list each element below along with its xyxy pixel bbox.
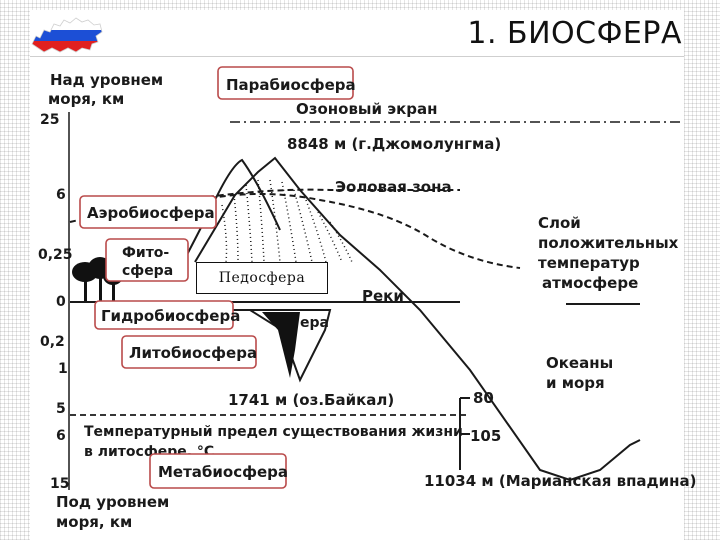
baikal-label: 1741 м (оз.Байкал) [228,391,394,409]
phytosphere-label-line2: сфера [122,263,173,279]
phytosphere-label-line1: Фито- [122,245,169,261]
ozone-label: Озоновый экран [296,100,438,118]
parabiosphere-label: Парабиосфера [226,76,356,94]
everest-label: 8848 м (г.Джомолунгма) [287,135,501,153]
rivers-label: Реки [362,287,404,305]
mariana-label: 11034 м (Марианская впадина) [424,472,697,490]
oceans-label-line2: и моря [546,374,605,392]
hydrobiosphere-label: Гидробиосфера [101,307,240,325]
lake-partial-label: ера [300,315,329,331]
oceans-label-line1: Океаны [546,354,613,372]
temp-limit-label-line1: Температурный предел существования жизни [84,424,463,440]
axis-top-label-line1: Над уровнем [50,71,163,89]
eolian-label: Эоловая зона [335,178,452,196]
lithobiosphere-label: Литобиосфера [129,344,257,362]
aerobiosphere-label: Аэробиосфера [87,204,215,222]
temp-105-label: 105 [470,427,501,445]
tick-15: 15 [50,476,69,492]
tick-1: 1 [58,361,68,377]
tick-0: 0 [56,294,66,310]
axis-top-label-line2: моря, км [48,90,124,108]
tick-0-25: 0,25 [38,247,73,263]
tick-5: 5 [56,401,66,417]
pedosphere-label: Педосфера [219,270,305,286]
tick-0-2: 0,2 [40,334,65,350]
tick-6-lower: 6 [56,428,66,444]
metabiosphere-label: Метабиосфера [158,463,288,481]
temp-80-label: 80 [473,389,494,407]
tick-25: 25 [40,112,59,128]
axis-bottom-label-line1: Под уровнем [56,493,169,511]
pedosphere-box: Педосфера [196,262,328,294]
axis-bottom-label-line2: моря, км [56,513,132,531]
tick-6-upper: 6 [56,187,66,203]
positive-temp-label-line4: атмосфере [542,274,638,292]
positive-temp-label-line2: положительных [538,234,679,252]
positive-temp-label-line3: температур [538,254,640,272]
positive-temp-label-line1: Слой [538,214,581,232]
